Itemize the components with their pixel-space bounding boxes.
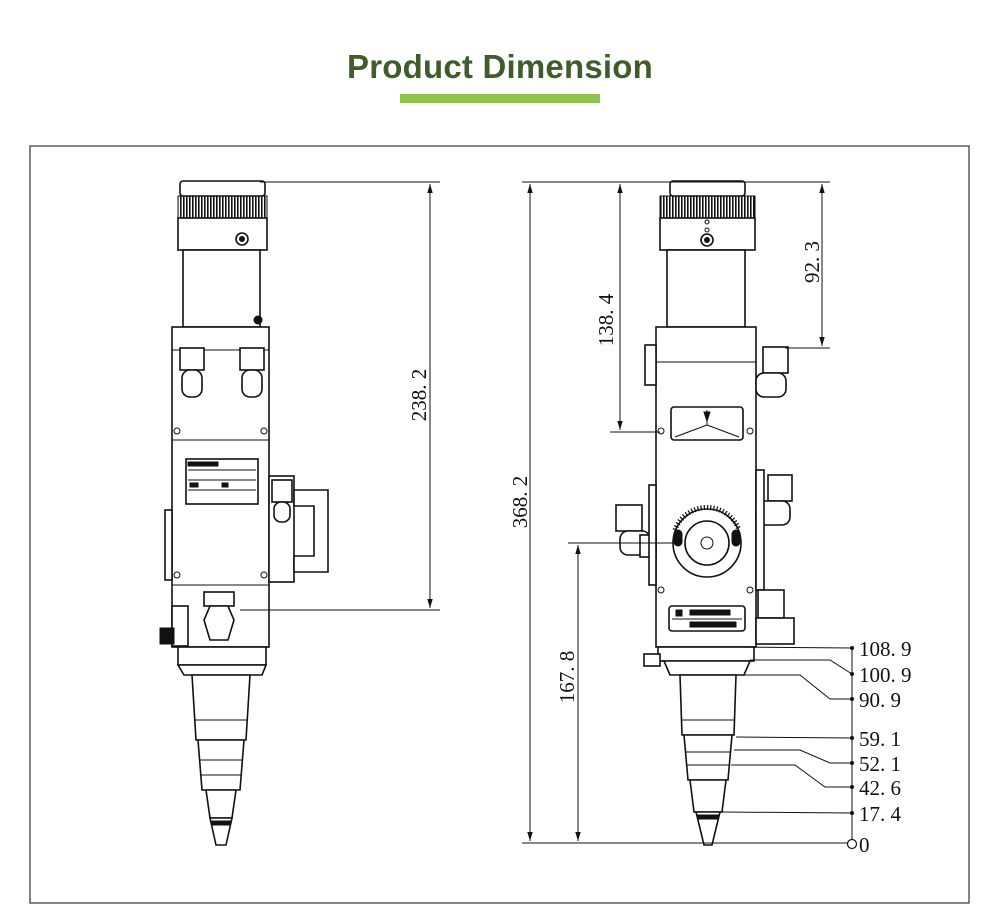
ruler-label-90: 90. 9: [859, 688, 901, 712]
dimension-label-138: 138. 4: [594, 293, 618, 346]
ruler-label-0: 0: [859, 833, 870, 857]
right-view-laser-head: [615, 180, 795, 846]
dimension-label-368: 368. 2: [508, 476, 532, 529]
ruler-label-52: 52. 1: [859, 752, 901, 776]
ruler-label-59: 59. 1: [859, 727, 901, 751]
page-title: Product Dimension: [347, 48, 653, 85]
ruler-label-42: 42. 6: [859, 776, 901, 800]
dimension-label-167: 167. 8: [555, 651, 579, 704]
left-dimension-238: 238. 2: [240, 181, 440, 611]
right-dimension-138: 138. 4: [594, 184, 660, 433]
drawing-frame: [29, 145, 970, 904]
ruler-label-108: 108. 9: [859, 637, 912, 661]
left-view-laser-head: [159, 180, 329, 846]
right-dimension-167: 167. 8: [555, 542, 675, 841]
dimension-label-238: 238. 2: [407, 369, 431, 422]
right-dimension-368: 368. 2: [508, 181, 856, 844]
ruler-label-17: 17. 4: [859, 802, 902, 826]
right-dimension-92: 92. 3: [785, 184, 830, 349]
title-underline: [400, 94, 600, 103]
ruler-label-100: 100. 9: [859, 663, 912, 687]
dimension-label-92: 92. 3: [800, 241, 824, 283]
height-ruler: 108. 9 100. 9 90. 9 59. 1 52. 1 42. 6 17…: [721, 637, 912, 857]
